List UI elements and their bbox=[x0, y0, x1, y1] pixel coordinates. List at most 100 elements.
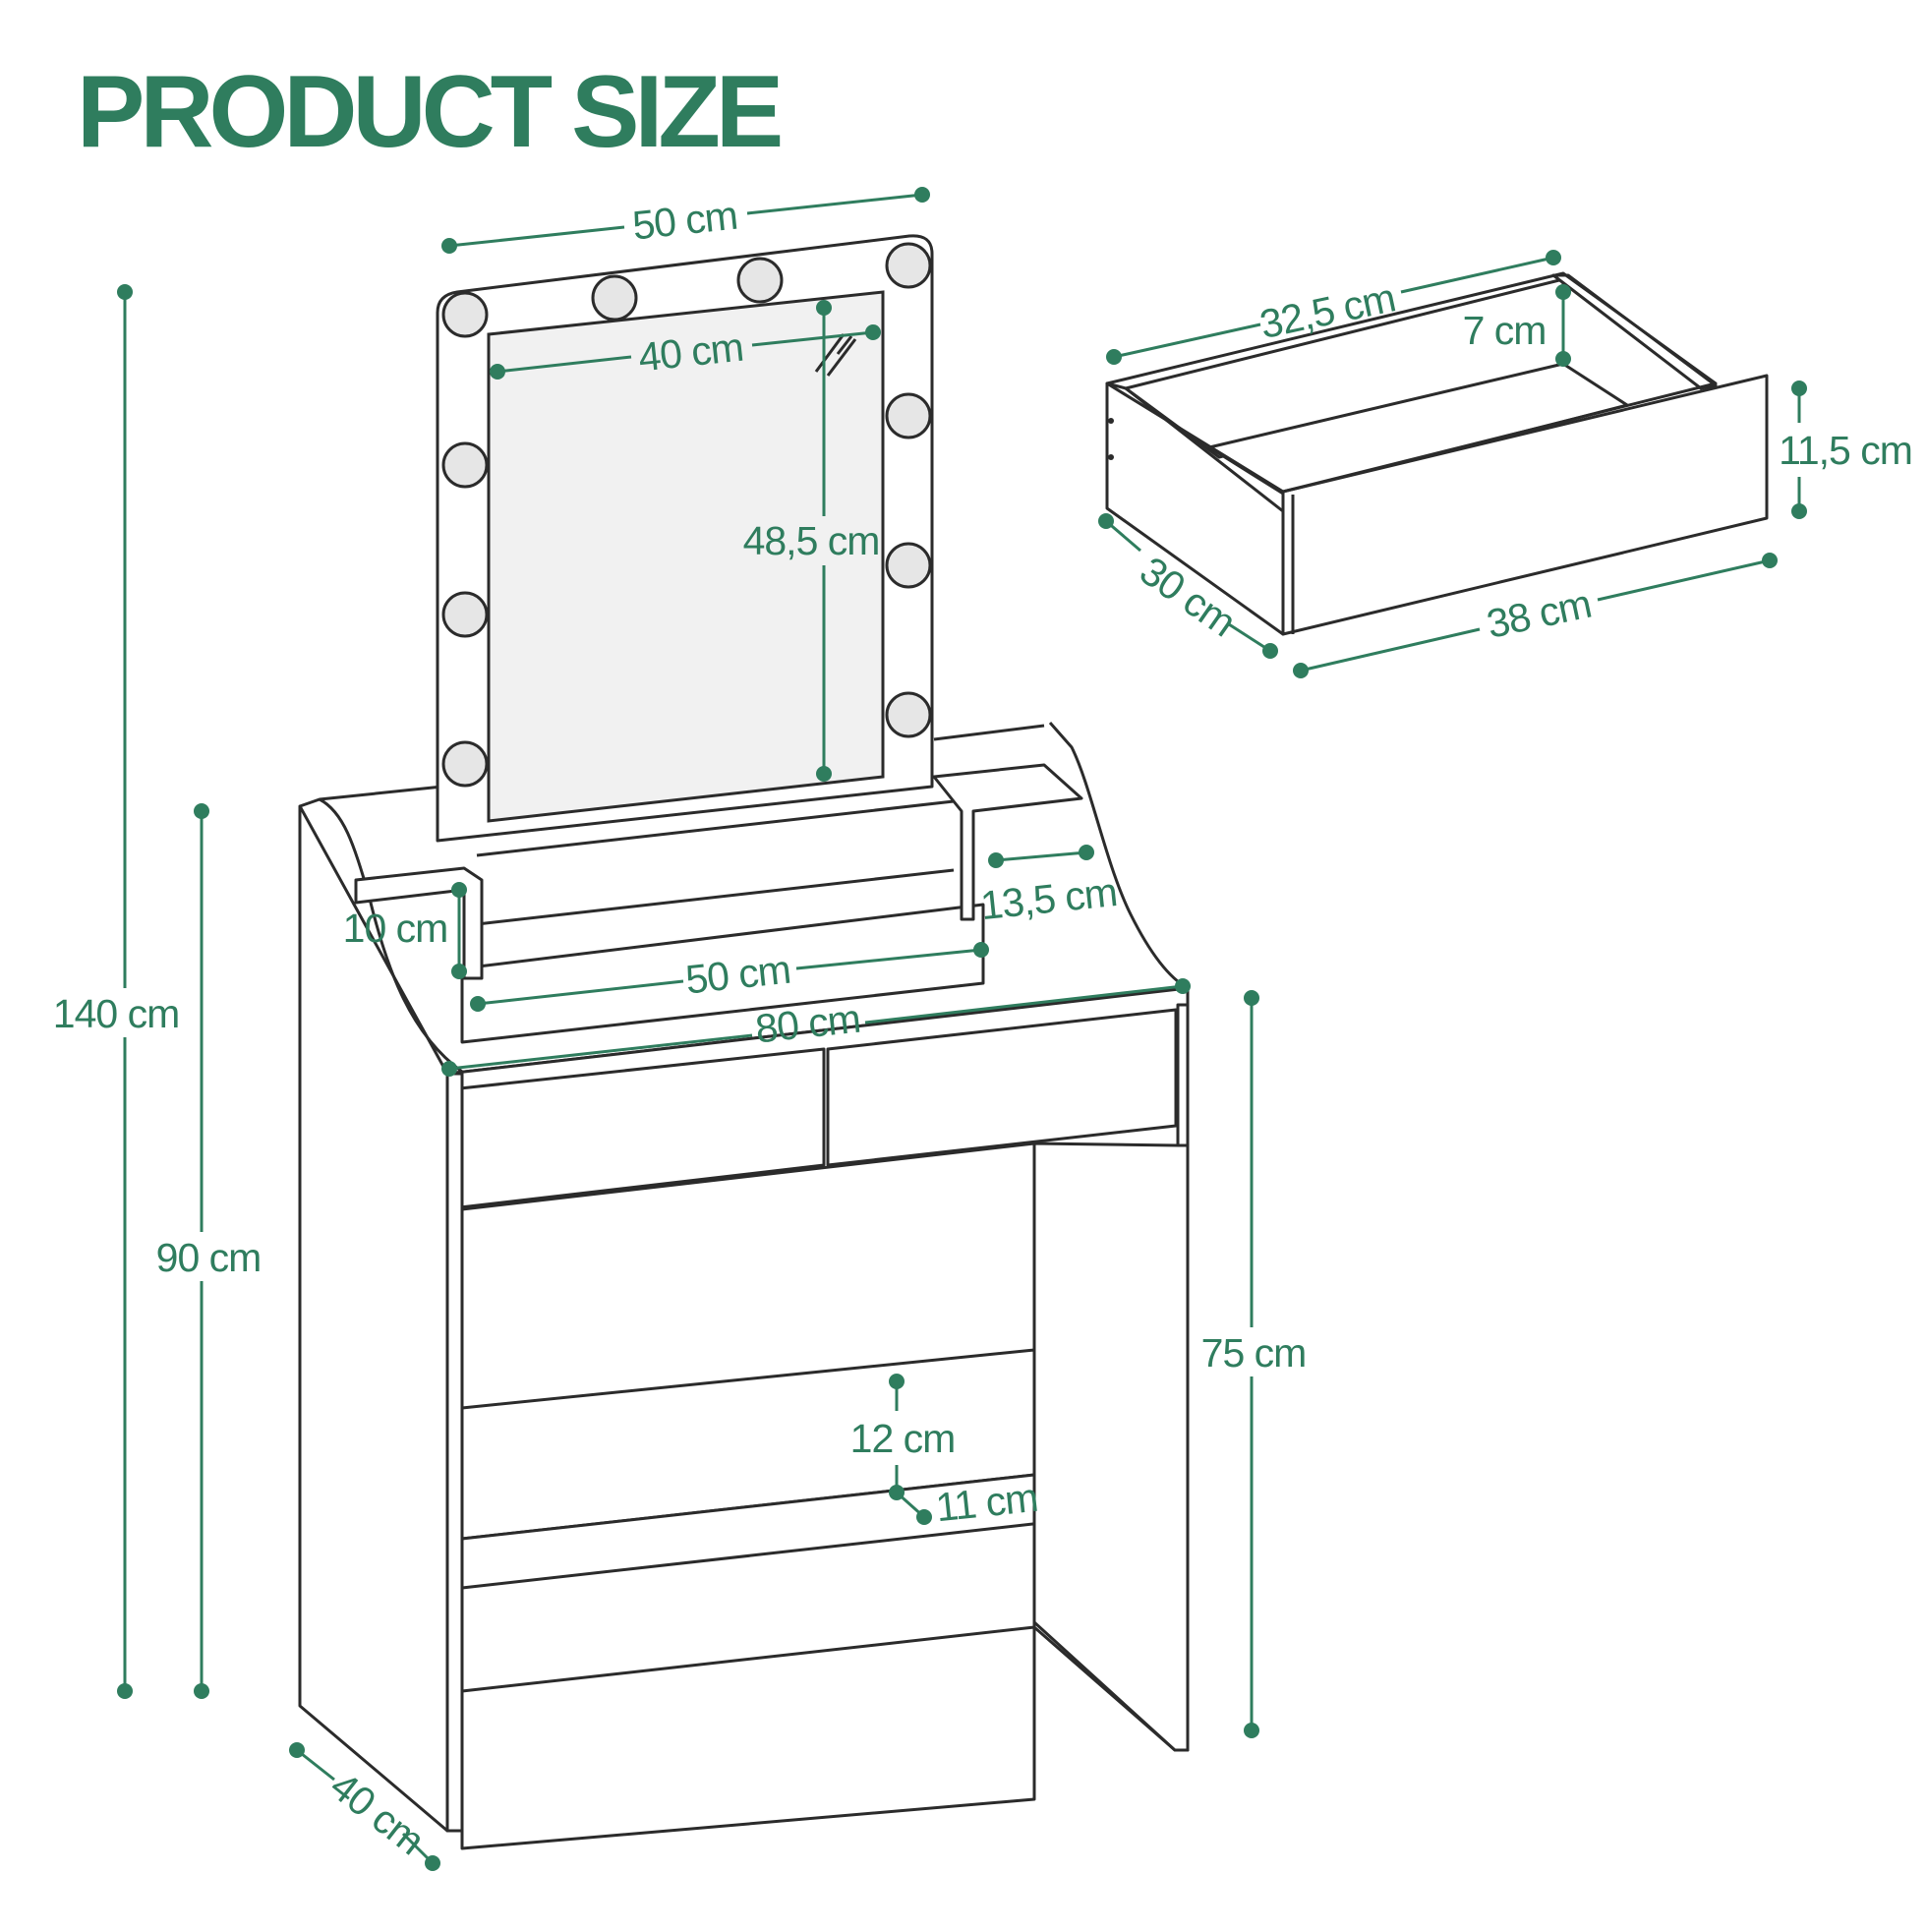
label-drawer-width: 38 cm bbox=[1483, 581, 1595, 647]
dim-line bbox=[864, 984, 1184, 1025]
dim-dot bbox=[865, 324, 881, 340]
label-side-shelf-height: 10 cm bbox=[343, 906, 448, 951]
label-drawer-inner-depth: 7 cm bbox=[1463, 308, 1547, 353]
dim-dot bbox=[490, 364, 505, 380]
bulb-icon bbox=[736, 257, 784, 304]
dim-dot bbox=[1791, 381, 1807, 396]
right-shelf-top-edge bbox=[933, 724, 1045, 741]
label-bottom-shelf-depth: 11 cm bbox=[934, 1475, 1040, 1531]
dim-dot bbox=[1079, 845, 1094, 860]
page-title: PRODUCT SIZE bbox=[77, 55, 784, 169]
dimension-labels: 50 cm 40 cm 48,5 cm 140 cm 90 cm 75 cm 4… bbox=[53, 193, 1913, 1863]
dim-line bbox=[995, 850, 1087, 862]
drawer-detail bbox=[1105, 271, 1769, 636]
dim-dot bbox=[988, 852, 1004, 868]
dim-dot bbox=[194, 1683, 209, 1699]
label-total-height: 140 cm bbox=[53, 991, 179, 1036]
dim-dot bbox=[914, 187, 930, 203]
bulb-icon bbox=[885, 542, 932, 589]
dimension-lines bbox=[117, 187, 1807, 1871]
dim-dot bbox=[1175, 978, 1191, 994]
label-side-height: 90 cm bbox=[156, 1235, 262, 1280]
dim-line bbox=[1597, 558, 1771, 602]
glare-mark bbox=[814, 333, 846, 373]
bulb-icon bbox=[441, 441, 489, 489]
bulb-icon bbox=[885, 242, 932, 289]
dim-dot bbox=[1791, 503, 1807, 519]
right-small-shelf bbox=[932, 763, 1083, 921]
dim-dot bbox=[1555, 351, 1571, 367]
bulb-icon bbox=[441, 591, 489, 638]
dim-dot bbox=[470, 996, 486, 1012]
dim-dot bbox=[889, 1374, 905, 1389]
dim-dot bbox=[117, 1683, 133, 1699]
dim-dot bbox=[973, 942, 989, 958]
dim-dot bbox=[916, 1509, 932, 1525]
dim-dot bbox=[816, 766, 832, 782]
dim-line bbox=[496, 355, 632, 374]
mirror-glass bbox=[487, 290, 885, 823]
mirror bbox=[436, 234, 934, 843]
dim-dot bbox=[425, 1855, 440, 1871]
label-mirror-frame-width: 50 cm bbox=[630, 193, 739, 249]
dim-dot bbox=[1762, 553, 1778, 568]
dim-dot bbox=[1106, 349, 1122, 365]
drawer-right-side bbox=[1551, 273, 1718, 390]
right-drawer bbox=[826, 1008, 1178, 1167]
dim-dot bbox=[1244, 990, 1259, 1006]
left-shelf-top-edge bbox=[319, 785, 443, 801]
drawer-front-panel bbox=[1281, 374, 1769, 636]
dim-line bbox=[1228, 622, 1271, 653]
label-table-height: 75 cm bbox=[1201, 1330, 1307, 1376]
back-shelf-unit bbox=[460, 903, 985, 1044]
dim-dot bbox=[451, 964, 467, 979]
dim-line bbox=[448, 225, 625, 248]
label-top-shelf-width: 50 cm bbox=[683, 947, 792, 1003]
dim-dot bbox=[1244, 1723, 1259, 1738]
dim-line bbox=[1300, 627, 1481, 673]
dim-line bbox=[477, 979, 684, 1006]
screw-hole-icon bbox=[1108, 418, 1114, 424]
label-mirror-glass-width: 40 cm bbox=[636, 324, 745, 381]
dim-dot bbox=[1546, 250, 1561, 265]
dim-dot bbox=[117, 284, 133, 300]
dim-line bbox=[296, 1748, 335, 1782]
glare-mark bbox=[826, 338, 857, 377]
vanity-table bbox=[298, 722, 1190, 1850]
dim-dot bbox=[289, 1742, 305, 1758]
dim-line bbox=[1400, 256, 1554, 294]
dim-dot bbox=[1293, 663, 1309, 678]
bulb-icon bbox=[885, 392, 932, 439]
dim-dot bbox=[816, 300, 832, 316]
label-bottom-shelf-height: 12 cm bbox=[850, 1416, 956, 1461]
bulb-icon bbox=[441, 291, 489, 338]
screw-hole-icon bbox=[1108, 454, 1114, 460]
dim-dot bbox=[441, 1061, 457, 1077]
dim-line bbox=[448, 1033, 753, 1071]
dim-dot bbox=[441, 238, 457, 254]
label-table-width: 80 cm bbox=[753, 996, 862, 1052]
bulb-icon bbox=[885, 691, 932, 738]
glare-mark bbox=[836, 335, 853, 355]
drawer-top-rim bbox=[1105, 271, 1718, 494]
label-mirror-glass-height: 48,5 cm bbox=[743, 518, 880, 563]
dim-dot bbox=[1098, 513, 1114, 529]
dim-line bbox=[795, 948, 982, 970]
bulb-icon bbox=[441, 740, 489, 788]
dim-dot bbox=[194, 803, 209, 819]
left-leg bbox=[445, 1072, 464, 1833]
label-drawer-height: 11,5 cm bbox=[1779, 428, 1912, 473]
dim-dot bbox=[1555, 284, 1571, 300]
left-side-panel bbox=[298, 804, 464, 1833]
back-shelf-edge bbox=[476, 868, 955, 926]
dim-dot bbox=[451, 882, 467, 898]
label-side-shelf-depth: 13,5 cm bbox=[978, 869, 1119, 928]
right-side-curve bbox=[1048, 722, 1189, 990]
dim-line bbox=[1113, 322, 1261, 359]
right-leg bbox=[1032, 1142, 1190, 1752]
bulb-icon bbox=[591, 274, 638, 322]
left-small-shelf bbox=[354, 866, 484, 980]
dim-line bbox=[751, 330, 874, 347]
